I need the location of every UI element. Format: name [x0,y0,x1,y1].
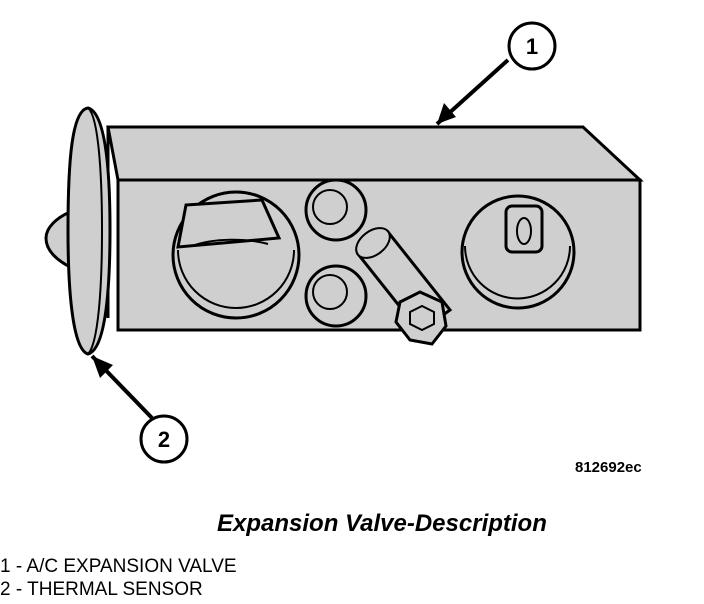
valve-stem-hex-socket [409,304,435,332]
left-port-fitting [176,198,282,249]
legend-item-label: THERMAL SENSOR [27,579,203,600]
legend-item: 1 - A/C EXPANSION VALVE [0,556,237,577]
expansion-valve-illustration: 1 2 [44,21,644,464]
legend-item-label: A/C EXPANSION VALVE [26,556,237,577]
callout-legend: 1 - A/C EXPANSION VALVE 2 - THERMAL SENS… [0,555,237,601]
callout-1-number: 1 [526,34,538,59]
right-port-inner-bore [464,245,571,300]
callout-2-circle [139,414,189,464]
thermal-sensor-rim [87,107,104,355]
lower-small-port-inner [312,274,348,310]
legend-item-number: 1 [0,556,11,577]
callout-2-number: 2 [158,427,170,452]
valve-body-top-face [106,125,644,182]
figure-caption: Expansion Valve-Description [217,510,547,537]
legend-item-number: 2 [0,579,11,600]
callout-2-arrowhead [92,356,113,378]
thermal-sensor-dome [44,209,74,271]
right-port-fitting-bolt [516,217,532,245]
valve-stem-top [355,227,391,259]
callout-1-circle [507,21,557,71]
figure-id: 812692ec [575,459,642,476]
left-port-inner-bore [177,249,295,309]
legend-item: 2 - THERMAL SENSOR [0,579,203,600]
thermal-sensor-head [66,106,112,356]
left-port-fitting-curve [191,238,269,247]
callout-1-arrowhead [437,103,456,124]
upper-small-port-inner [312,189,348,225]
